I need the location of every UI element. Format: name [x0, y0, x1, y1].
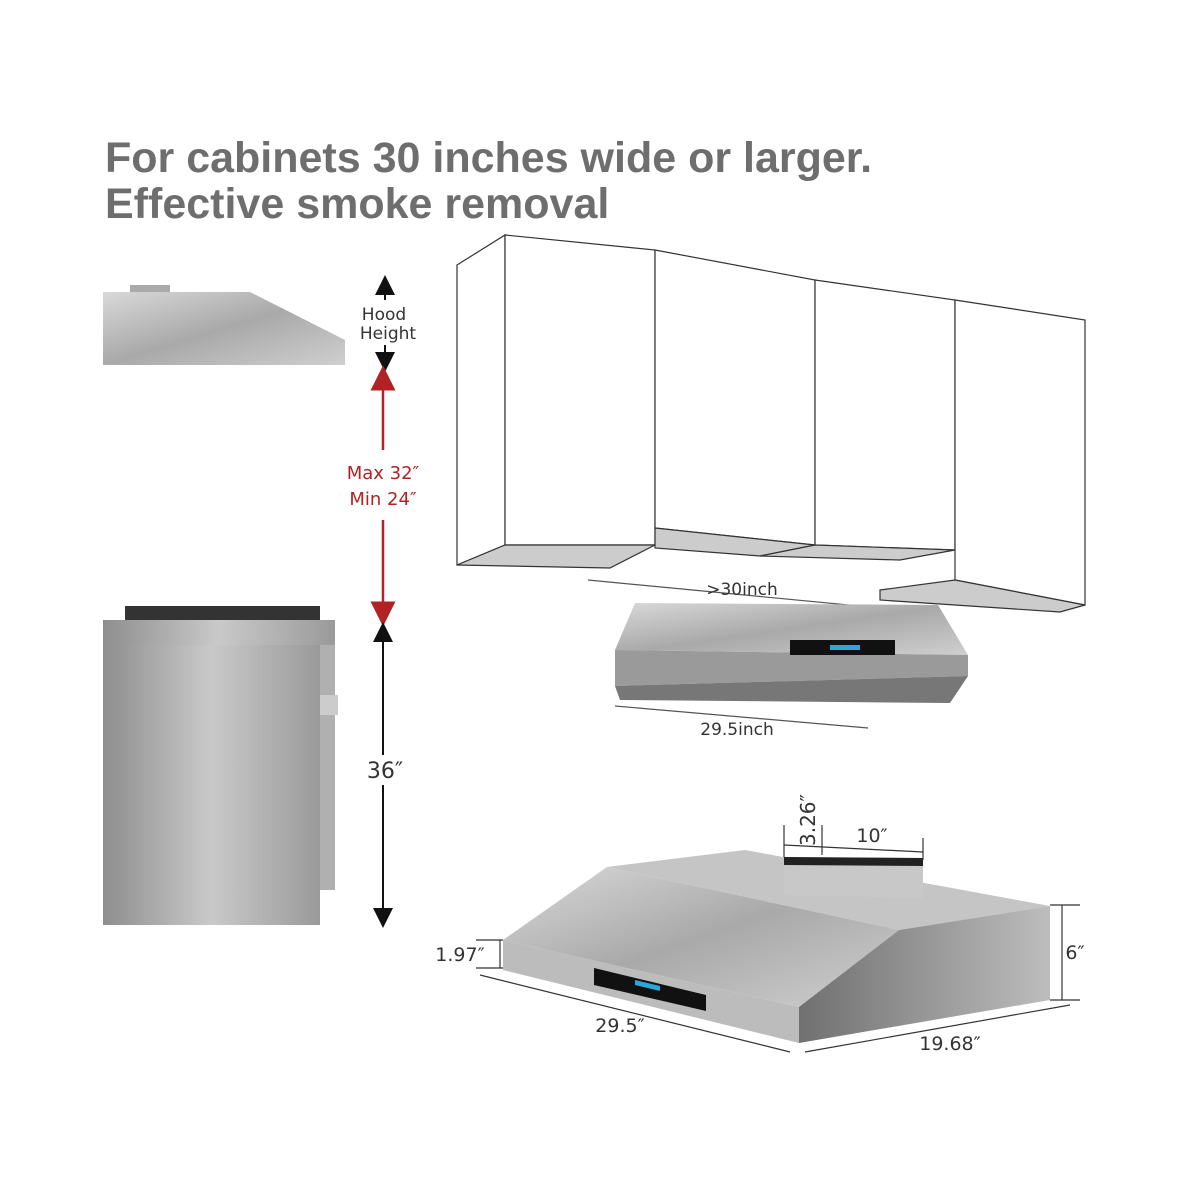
headline-line-2: Effective smoke removal — [105, 180, 610, 228]
depth-label: 19.68″ — [919, 1033, 981, 1055]
cabinet-width-line — [587, 579, 881, 609]
width-label: 29.5″ — [595, 1015, 644, 1037]
range-hood-installed — [615, 603, 968, 703]
dimension-lines — [476, 825, 1080, 1053]
hood-width-line — [614, 705, 869, 729]
hood-width-label: 29.5inch — [700, 720, 773, 740]
cabinet-width-label: >30inch — [706, 580, 778, 600]
range-hood-dimensions — [503, 850, 1050, 1043]
hood-height-label-2: Height — [360, 324, 417, 344]
duct-width-label: 10″ — [856, 825, 887, 847]
front-height-label: 1.97″ — [435, 944, 484, 966]
counter-height-label: 36″ — [367, 759, 403, 784]
duct-height-label: 3.26″ — [796, 794, 820, 846]
range-stove — [103, 606, 338, 925]
headline-line-1: For cabinets 30 inches wide or larger. — [105, 134, 873, 182]
back-height-label: 6″ — [1065, 942, 1084, 964]
clearance-max: Max 32″ — [347, 463, 420, 484]
hood-height-label-1: Hood — [362, 305, 406, 325]
clearance-min: Min 24″ — [349, 489, 417, 510]
hood-side-view — [103, 285, 345, 365]
headline: For cabinets 30 inches wide or larger. E… — [105, 135, 872, 227]
upper-cabinets — [456, 233, 1086, 613]
